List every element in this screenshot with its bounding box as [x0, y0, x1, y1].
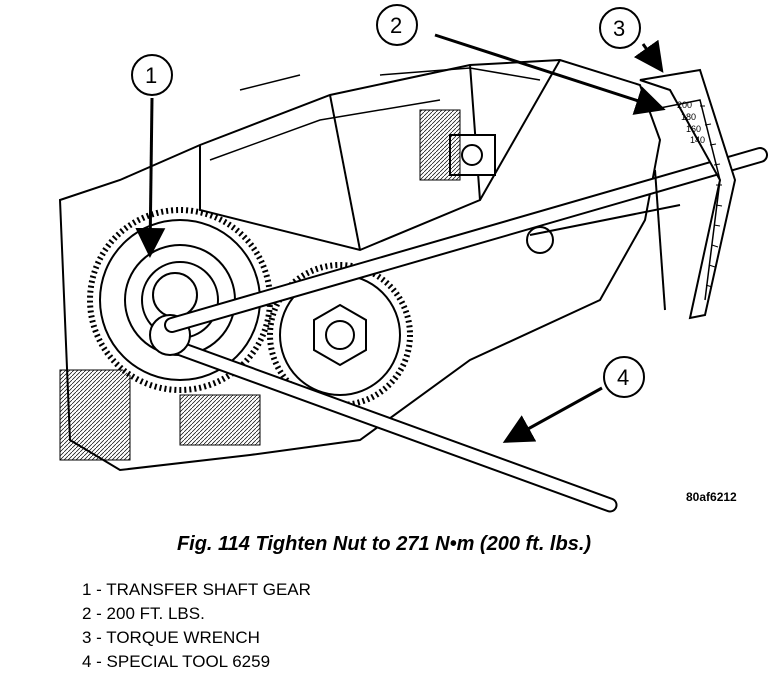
- callout-1: 1: [131, 54, 173, 258]
- torque-diagram: 200 180 160 140 1 2 3 4: [58, 4, 768, 513]
- svg-text:3: 3: [613, 16, 625, 41]
- scale-label: 160: [686, 124, 701, 134]
- svg-text:1: 1: [145, 63, 157, 88]
- legend: 1 - TRANSFER SHAFT GEAR 2 - 200 FT. LBS.…: [82, 578, 311, 674]
- scale-label: 140: [690, 135, 705, 145]
- svg-text:2: 2: [390, 13, 402, 38]
- figure-caption: Fig. 114 Tighten Nut to 271 N•m (200 ft.…: [176, 533, 592, 555]
- driven-gear: [267, 262, 413, 408]
- callout-3: 3: [599, 7, 664, 73]
- reference-code: 80af6212: [686, 490, 737, 504]
- legend-item: 4 - SPECIAL TOOL 6259: [82, 652, 271, 671]
- legend-item: 1 - TRANSFER SHAFT GEAR: [82, 580, 311, 599]
- legend-item: 2 - 200 FT. LBS.: [82, 604, 205, 623]
- callout-2: 2: [376, 4, 666, 115]
- scale-label: 200: [677, 100, 692, 110]
- callout-4: 4: [502, 356, 645, 443]
- scale-label: 180: [681, 112, 696, 122]
- torque-wrench: 200 180 160 140: [164, 68, 768, 333]
- legend-item: 3 - TORQUE WRENCH: [82, 628, 260, 647]
- svg-text:4: 4: [617, 365, 629, 390]
